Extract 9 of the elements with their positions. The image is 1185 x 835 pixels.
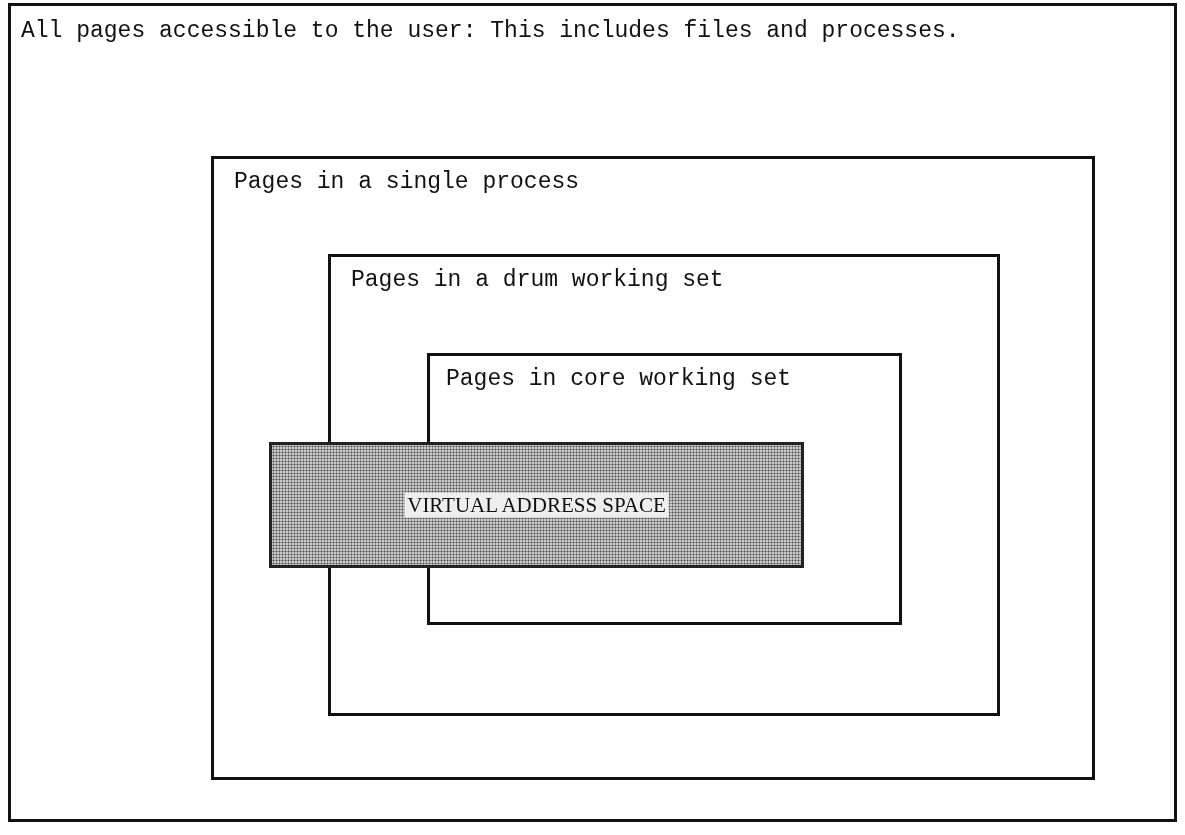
region-heading: Pages in core working set: [446, 366, 792, 392]
region-heading: Pages in a drum working set: [351, 267, 724, 293]
region-heading: All pages accessible to the user: This includes files and processes.: [21, 18, 960, 44]
box-label: VIRTUAL ADDRESS SPACE: [404, 492, 669, 518]
nested-region-box: [8, 3, 1177, 822]
nested-region-box: [328, 254, 1000, 716]
nested-region-box: [211, 156, 1095, 780]
dotted-region-box: [269, 442, 804, 568]
region-heading: Pages in a single process: [234, 169, 580, 195]
